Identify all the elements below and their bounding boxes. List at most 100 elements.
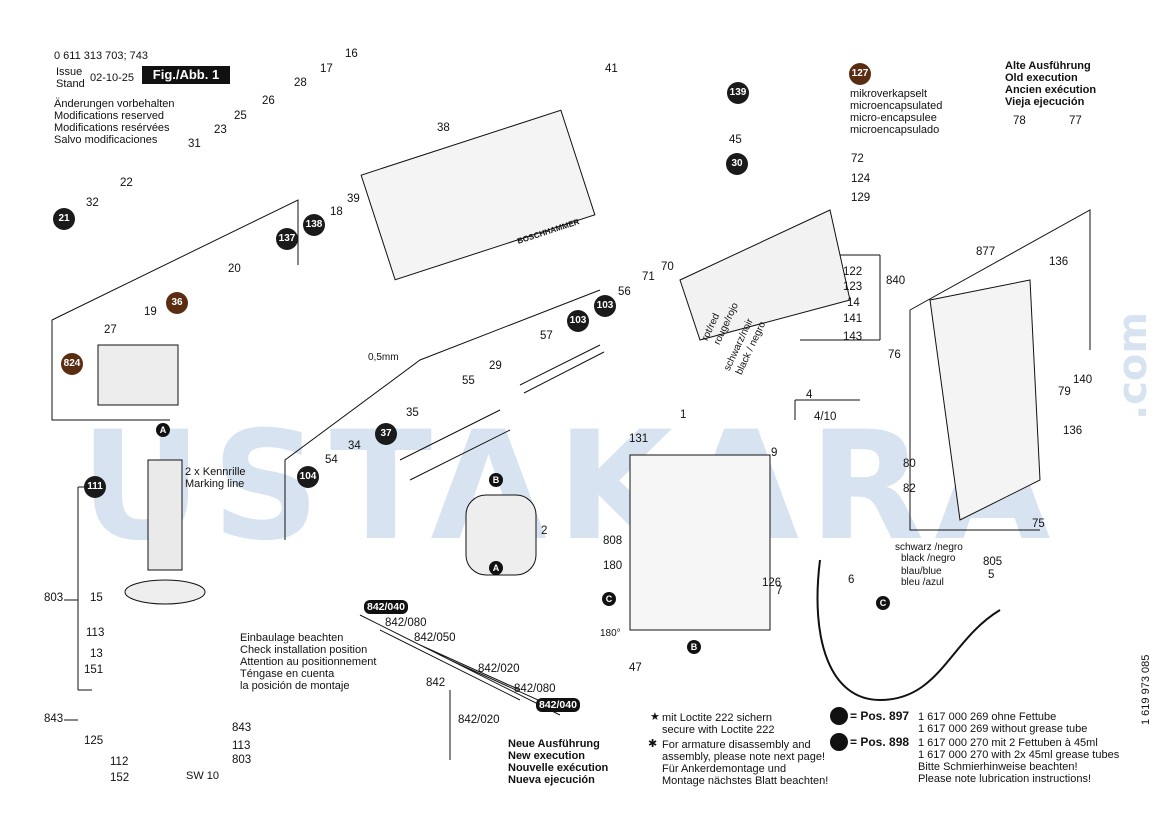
part-callout: 803 <box>44 592 64 604</box>
pos898-line-2: 1 617 000 270 with 2x 45ml grease tubes <box>918 749 1120 761</box>
install-note-de: Einbaulage beachten <box>240 632 344 644</box>
part-callout: 136 <box>1063 425 1083 437</box>
part-callout: 805 <box>983 556 1003 568</box>
part-callout: 14 <box>847 297 860 309</box>
part-callout: 26 <box>262 95 275 107</box>
armature-note-1: For armature disassembly and <box>662 739 811 751</box>
part-callout: 56 <box>618 286 631 298</box>
document-code: 1 619 973 085 <box>1140 654 1152 725</box>
part-callout: 19 <box>144 306 157 318</box>
part-callout: 152 <box>110 772 130 784</box>
part-callout: 842/020 <box>458 714 500 726</box>
old-execution-en: Old execution <box>1005 72 1078 84</box>
parts-set-marker: 30 <box>726 153 748 175</box>
parts-set-marker: 137 <box>276 228 298 250</box>
part-callout: 31 <box>188 138 201 150</box>
part-callout: 113 <box>232 740 251 752</box>
part-callout: 41 <box>605 63 618 75</box>
loctite-star-icon: ★ <box>650 711 660 723</box>
install-note-fr: Attention au positionnement <box>240 656 377 668</box>
part-callout: 20 <box>228 263 241 275</box>
pos898-line-4: Please note lubrication instructions! <box>918 773 1092 785</box>
wire-blue-2: bleu /azul <box>901 577 944 588</box>
part-callout: 22 <box>120 177 133 189</box>
pos898-dot-icon <box>830 733 848 751</box>
parts-set-marker: 104 <box>297 466 319 488</box>
part-callout: 842/080 <box>514 683 556 695</box>
part-callout: 1 <box>680 409 687 421</box>
issue-label: Issue <box>56 66 83 78</box>
microcapsule-es: microencapsulado <box>850 124 940 136</box>
install-note-es1: Téngase en cuenta <box>240 668 335 680</box>
part-number: 0 611 313 703; 743 <box>54 50 148 62</box>
gap-size: 0,5mm <box>368 352 399 363</box>
parts-set-marker: 111 <box>84 476 106 498</box>
part-callout: 55 <box>462 375 475 387</box>
part-callout: 124 <box>851 173 871 185</box>
rotation-angle: 180° <box>600 628 621 639</box>
part-callout: 126 <box>762 577 782 589</box>
changes-reserved-es: Salvo modificaciones <box>54 134 158 146</box>
pos897-label: = Pos. 897 <box>850 709 910 723</box>
part-callout: 123 <box>843 281 863 293</box>
part-callout: 112 <box>110 756 129 768</box>
loctite-note-de: mit Loctite 222 sichern <box>662 712 773 724</box>
parts-set-marker: 127 <box>849 63 871 85</box>
part-callout: 38 <box>437 122 450 134</box>
armature-note-3: Für Ankerdemontage und <box>662 763 787 775</box>
part-callout: 843 <box>44 713 64 725</box>
stand-label: Stand <box>56 78 85 90</box>
figure-label: Fig./Abb. 1 <box>142 66 230 84</box>
part-callout: 16 <box>345 48 358 60</box>
parts-set-marker: 36 <box>166 292 188 314</box>
wire-black2-2: black /negro <box>901 553 956 564</box>
part-callout: 136 <box>1049 256 1069 268</box>
part-callout: 71 <box>642 271 655 283</box>
boxed-part-label: 842/040 <box>364 600 408 614</box>
old-execution-fr: Ancien exécution <box>1005 84 1097 96</box>
part-callout: 6 <box>848 574 855 586</box>
microcapsule-de: mikroverkapselt <box>850 88 928 100</box>
part-callout: 79 <box>1058 386 1071 398</box>
part-callout: 808 <box>603 535 623 547</box>
part-callout: 877 <box>976 246 996 258</box>
part-callout: 4 <box>806 389 813 401</box>
pos898-line-3: Bitte Schmierhinweise beachten! <box>918 761 1078 773</box>
pos897-line-2: 1 617 000 269 without grease tube <box>918 723 1088 735</box>
part-callout: 54 <box>325 454 338 466</box>
part-callout: 45 <box>729 134 742 146</box>
part-callout: 113 <box>86 627 105 639</box>
part-callout: 140 <box>1073 374 1093 386</box>
part-callout: 180 <box>603 560 623 572</box>
part-callout: 57 <box>540 330 553 342</box>
changes-reserved-en: Modifications reserved <box>54 110 165 122</box>
part-callout: 840 <box>886 275 906 287</box>
install-note-es2: la posición de montaje <box>240 680 350 692</box>
part-callout: 842/020 <box>478 663 520 675</box>
parts-set-marker: 103 <box>567 310 589 332</box>
microcapsule-fr: micro-encapsulee <box>850 112 937 124</box>
parts-set-marker: 21 <box>53 208 75 230</box>
wire-black2-1: schwarz /negro <box>895 542 963 553</box>
connection-marker: A <box>489 561 503 575</box>
part-callout: 15 <box>90 592 103 604</box>
armature-note-4: Montage nächstes Blatt beachten! <box>662 775 829 787</box>
part-callout: 29 <box>489 360 502 372</box>
part-callout: 129 <box>851 192 871 204</box>
part-callout: 76 <box>888 349 901 361</box>
part-callout: 122 <box>843 266 863 278</box>
connection-marker: C <box>876 596 890 610</box>
part-callout: 143 <box>843 331 863 343</box>
changes-reserved-de: Änderungen vorbehalten <box>54 98 175 110</box>
part-callout: 17 <box>320 63 333 75</box>
loctite-note-en: secure with Loctite 222 <box>662 724 775 736</box>
part-callout: 842/050 <box>414 632 456 644</box>
old-execution-de: Alte Ausführung <box>1005 60 1091 72</box>
armature-asterisk-icon: ✱ <box>648 738 658 750</box>
part-callout: 70 <box>661 261 674 273</box>
parts-set-marker: 138 <box>303 214 325 236</box>
pos898-label: = Pos. 898 <box>850 735 910 749</box>
pos897-dot-icon <box>830 707 848 725</box>
part-callout: 82 <box>903 483 916 495</box>
